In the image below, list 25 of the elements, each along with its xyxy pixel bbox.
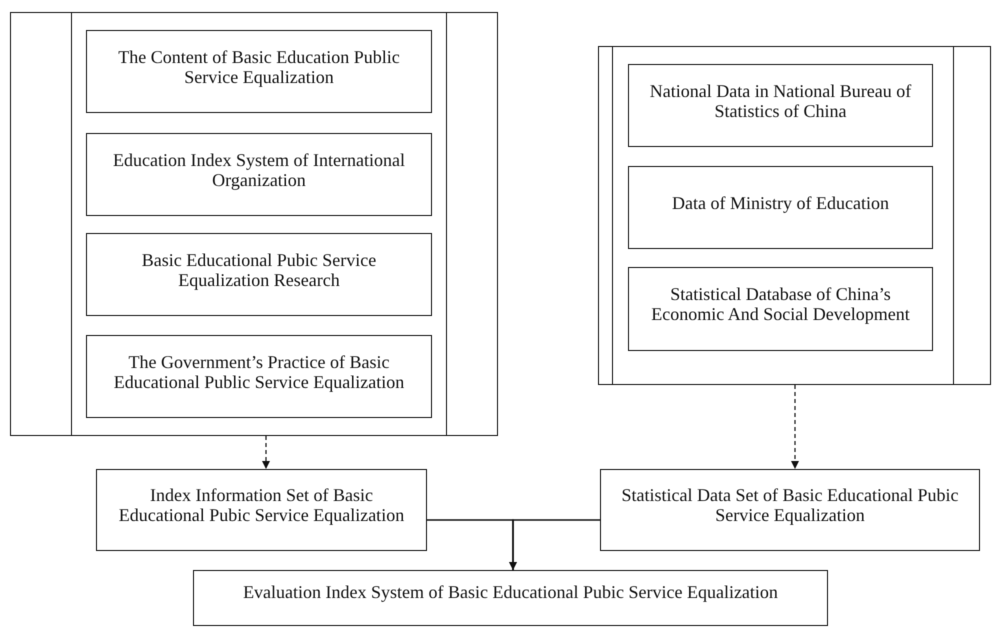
process-box — [96, 469, 427, 551]
box-text: Statistical Data Set of Basic Educational Pubic Service Equalization — [620, 485, 960, 525]
process-box — [628, 64, 933, 147]
box-text: Evaluation Index System of Basic Educational Pubic Service Equalization — [243, 582, 778, 602]
process-box — [86, 30, 432, 113]
box-text: National Data in National Bureau of Statistics of China — [648, 80, 912, 120]
arrow — [791, 385, 799, 469]
box-text: The Government’s Practice of Basic Educational Public Service Equalization — [112, 352, 406, 392]
box-text: Basic Educational Pubic Service Equalization Research — [140, 250, 378, 290]
process-box — [86, 133, 432, 216]
process-box — [600, 469, 980, 551]
group-panel — [10, 12, 498, 436]
process-box — [86, 233, 432, 316]
process-box — [86, 335, 432, 418]
box-text: Education Index System of International Organization — [112, 150, 406, 190]
box-text: Statistical Database of China’s Economic And Social Development — [650, 284, 911, 324]
process-box — [628, 166, 933, 249]
box-text: Index Information Set of Basic Educational Pubic Service Equalization — [118, 485, 406, 525]
process-box — [628, 267, 933, 351]
box-text: Data of Ministry of Education — [672, 192, 889, 212]
arrow — [509, 519, 600, 570]
arrow — [262, 436, 270, 469]
box-text: The Content of Basic Education Public Service Equalization — [117, 46, 401, 86]
process-box — [193, 570, 828, 626]
group-panel — [598, 46, 991, 385]
